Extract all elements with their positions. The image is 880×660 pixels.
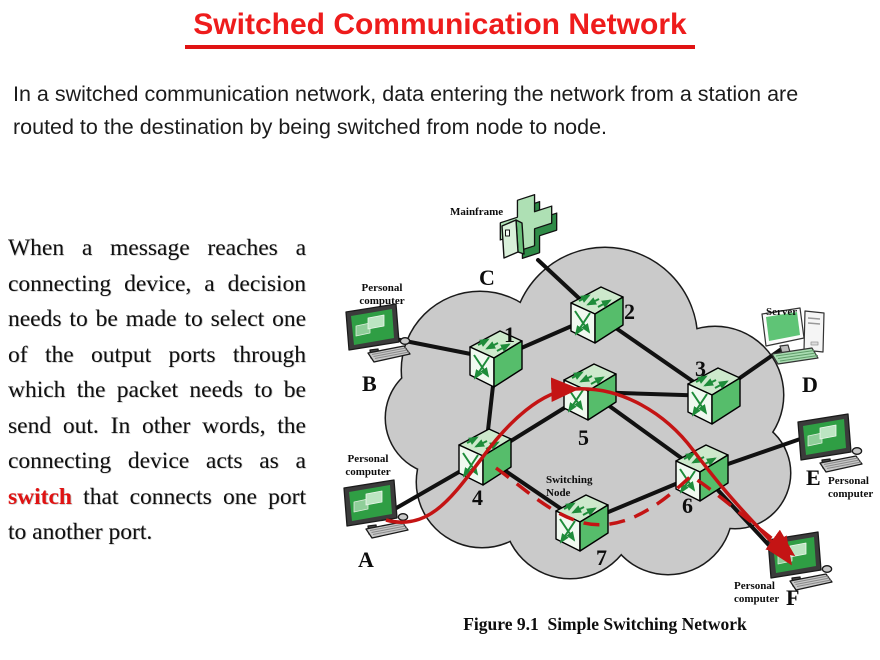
station-label-e: E (806, 465, 821, 490)
pc-b (345, 303, 411, 363)
mainframe-c (499, 188, 558, 265)
node-label-2: 2 (624, 299, 635, 324)
node-label-3: 3 (695, 356, 706, 381)
pc-label-a-line1: Personal (347, 453, 389, 465)
body-text-highlight: switch (8, 483, 72, 510)
node-label-6: 6 (682, 493, 693, 518)
pc-label-b-line2: computer (359, 294, 405, 307)
node-label-5: 5 (578, 425, 589, 450)
station-label-c: C (479, 265, 495, 290)
pc-label-e: Personal computer (828, 475, 873, 500)
route-solid-a-to-5 (385, 377, 580, 524)
node-label-4: 4 (472, 485, 483, 510)
station-label-d: D (802, 372, 818, 397)
pc-label-b-line1: Personal (361, 282, 403, 294)
node-label-7: 7 (596, 545, 607, 570)
station-label-a: A (358, 547, 374, 572)
figure-caption: Figure 9.1 Simple Switching Network (463, 614, 747, 634)
pc-e (797, 413, 863, 473)
intro-text: In a switched communication network, dat… (13, 82, 799, 139)
switching-node-label-line1: Switching (546, 474, 593, 486)
page-title: Switched Communication Network (0, 6, 880, 49)
body-text: When a message reaches a connecting devi… (8, 231, 306, 551)
station-label-f: F (786, 585, 800, 610)
pc-label-f: Personal computer (734, 580, 779, 605)
server-label: Server (766, 306, 798, 318)
network-diagram: Mainframe C Personal computer B 1 2 3 4 … (330, 180, 880, 660)
pc-label-b: Personal computer (352, 282, 412, 307)
switching-node-label-line2: Node (546, 486, 571, 499)
route-dashed-4-7-6-f (494, 466, 796, 557)
pc-label-f-line2: computer (734, 592, 780, 605)
station-label-b: B (362, 371, 377, 396)
routes (385, 377, 796, 566)
body-text-after: that connects one port to another port. (8, 483, 306, 546)
mainframe-label: Mainframe (450, 206, 504, 218)
network-diagram-svg (343, 188, 863, 591)
pc-label-e-line1: Personal (828, 475, 869, 487)
node-label-1: 1 (504, 322, 515, 347)
switching-node-label: Switching Node (546, 474, 592, 499)
pc-label-f-line1: Personal (734, 580, 775, 592)
body-text-before: When a message reaches a connecting devi… (8, 235, 306, 474)
page-title-text: Switched Communication Network (185, 6, 695, 49)
pc-label-e-line2: computer (828, 487, 874, 500)
pc-label-a-line2: computer (345, 465, 391, 478)
pc-label-a: Personal computer (338, 453, 398, 478)
